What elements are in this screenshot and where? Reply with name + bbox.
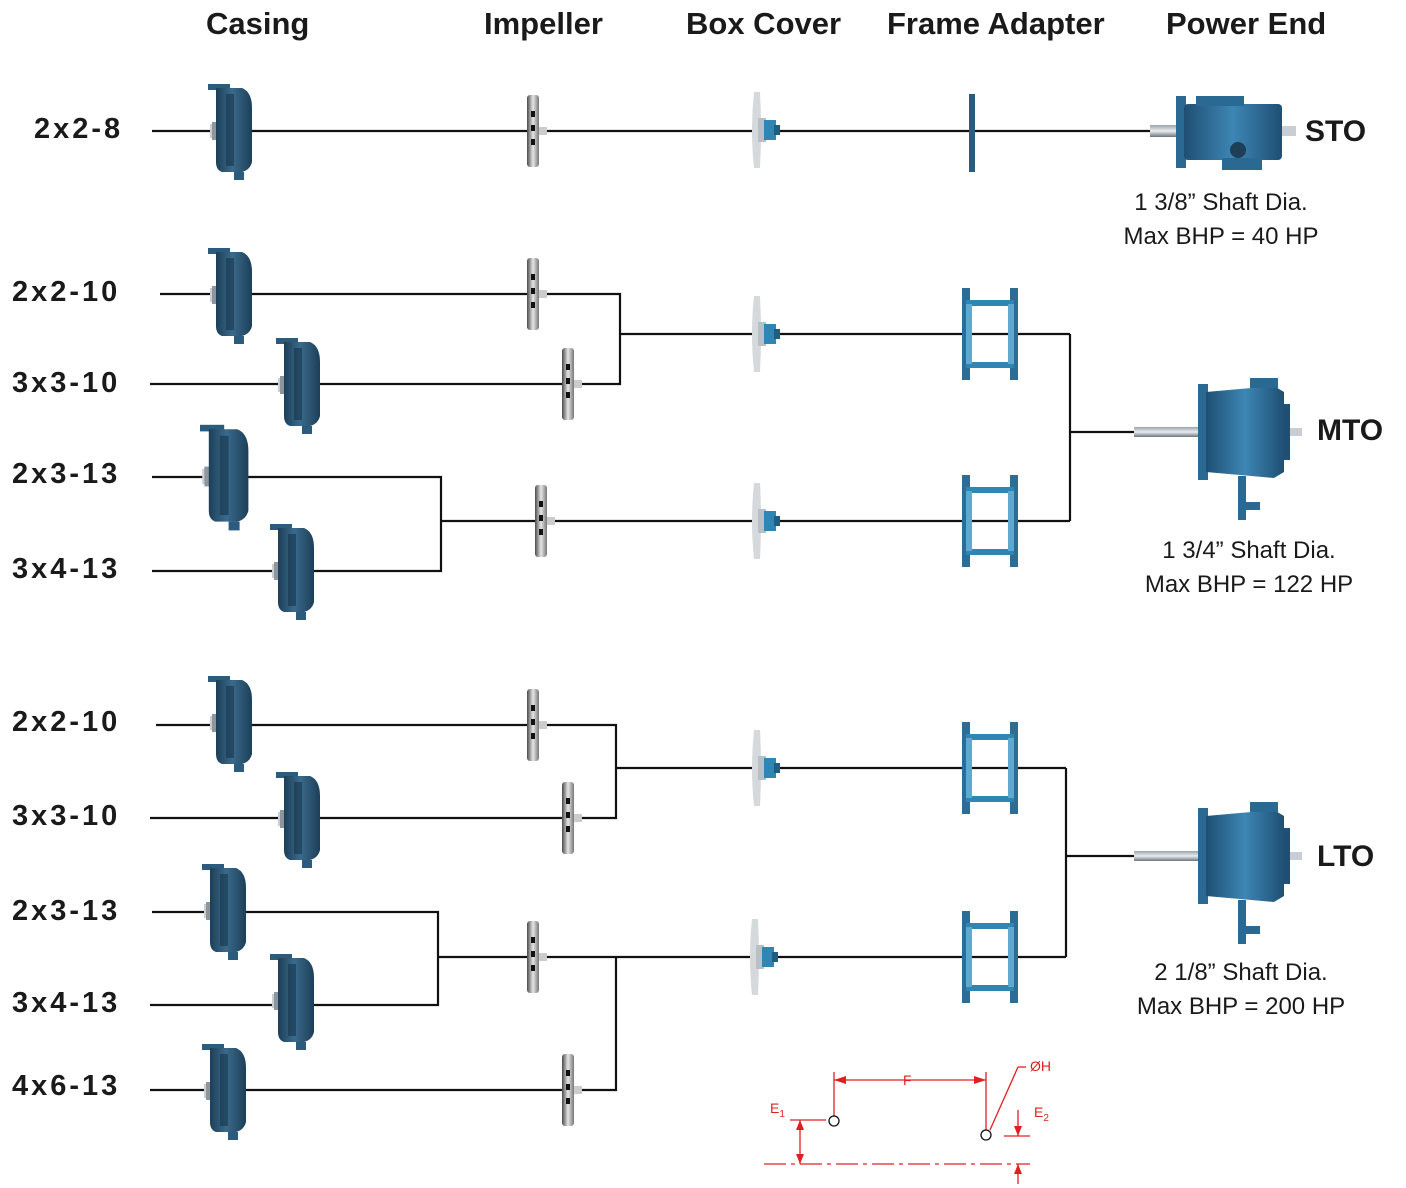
box-cover-mto-a [752,296,780,372]
dimension-label-e2-sub: 2 [1043,1112,1049,1124]
dimension-sketch [764,1066,1030,1184]
casing-lto-3x3-10 [276,772,320,868]
dimension-label-e1-sub: 1 [779,1108,785,1120]
box-cover-sto [752,92,780,168]
casing-lto-2x2-10 [208,676,252,772]
power-end-lto [1134,802,1302,944]
impeller-mto-10-b [562,348,582,420]
header-frame-adapter: Frame Adapter [887,6,1105,41]
frame-adapters [962,94,1018,1003]
spec-sto-bhp: Max BHP = 40 HP [1123,223,1319,250]
impeller-sto [527,95,547,167]
impeller-lto-13-b [562,1054,582,1126]
spec-mto-shaft: 1 3/4” Shaft Dia. [1162,537,1336,564]
power-end-label-sto: STO [1305,115,1367,148]
casing-mto-2x2-10 [208,248,252,344]
size-label-lto-1: 2x2-10 [12,706,121,738]
dimension-label-e1: E1 [770,1100,785,1120]
power-end-sto [1150,96,1296,170]
size-label-lto-3: 2x3-13 [12,895,121,927]
spec-mto-bhp: Max BHP = 122 HP [1144,571,1354,598]
size-label-mto-4: 3x4-13 [12,553,121,585]
casing-mto-3x3-10 [276,338,320,434]
header-casing: Casing [206,6,310,41]
dimension-label-f: F [903,1072,912,1088]
spec-lto-shaft: 2 1/8” Shaft Dia. [1154,959,1328,986]
box-covers [750,92,780,995]
size-label-mto-2: 3x3-10 [12,367,121,399]
casing-lto-2x3-13 [202,864,246,960]
impeller-lto-10-a [527,689,547,761]
header-impeller: Impeller [484,6,603,41]
casing-sto [208,84,252,180]
spec-lto-bhp: Max BHP = 200 HP [1136,993,1346,1020]
size-label-mto-1: 2x2-10 [12,276,121,308]
casing-lto-4x6-13 [202,1044,246,1140]
spec-sto: 1 3/8” Shaft Dia. Max BHP = 40 HP [1086,186,1356,254]
dimension-label-oh: ØH [1030,1058,1051,1074]
impeller-lto-13 [527,921,547,993]
power-end-label-lto: LTO [1317,840,1375,873]
power-end-label-mto: MTO [1317,414,1384,447]
impeller-lto-10-b [562,782,582,854]
box-cover-lto-b [750,919,778,995]
dimension-label-e2-main: E [1034,1104,1044,1120]
header-box-cover: Box Cover [686,6,842,41]
dimension-label-e2: E2 [1034,1104,1049,1124]
impellers [527,95,582,1126]
header-power-end: Power End [1166,6,1327,41]
frame-adapter-sto [969,94,975,172]
size-label-sto-1: 2x2-8 [34,113,124,145]
box-cover-lto-a [752,730,780,806]
size-label-mto-3: 2x3-13 [12,458,121,490]
dimension-label-e1-main: E [770,1100,780,1116]
casing-lto-3x4-13 [270,954,314,1050]
impeller-mto-13 [535,485,555,557]
casing-mto-2x3-13 [200,424,249,531]
impeller-mto-10-a [527,258,547,330]
casing-mto-3x4-13 [270,524,314,620]
casings [200,84,320,1140]
power-end-mto [1134,378,1302,520]
size-label-lto-5: 4x6-13 [12,1070,121,1102]
spec-mto: 1 3/4” Shaft Dia. Max BHP = 122 HP [1114,534,1384,602]
size-label-lto-2: 3x3-10 [12,800,121,832]
spec-sto-shaft: 1 3/8” Shaft Dia. [1134,189,1308,216]
size-label-lto-4: 3x4-13 [12,987,121,1019]
box-cover-mto-b [752,483,780,559]
spec-lto: 2 1/8” Shaft Dia. Max BHP = 200 HP [1106,956,1376,1024]
